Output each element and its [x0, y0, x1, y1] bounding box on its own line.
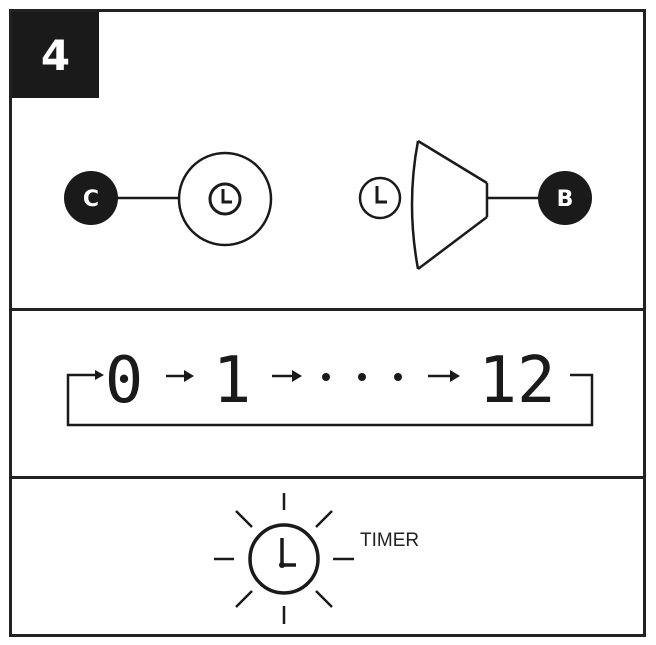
control-c-label: C — [83, 187, 99, 212]
ellipsis-dots-icon — [322, 373, 402, 381]
sequence-group: 0 1 12 — [66, 344, 594, 427]
loop-return-icon — [66, 373, 594, 427]
sequence-value-12: 12 — [478, 344, 555, 418]
arrow-right-icon — [428, 370, 460, 382]
knob-side-view-icon — [410, 139, 489, 270]
timer-label: TIMER — [360, 530, 420, 551]
panel-sequence — [12, 311, 643, 479]
clock-knob-icon — [177, 151, 273, 247]
timer-clock-blinking-icon — [214, 493, 354, 624]
control-c-group: C — [64, 151, 273, 247]
panel-controls — [12, 12, 643, 311]
instruction-frame: 4 — [9, 9, 646, 637]
arrow-right-icon — [272, 370, 302, 382]
control-b-badge — [538, 171, 592, 225]
arrow-right-icon — [166, 370, 194, 382]
control-b-group: B — [358, 139, 592, 270]
sequence-value-1: 1 — [213, 344, 252, 418]
step-number-badge: 4 — [12, 12, 99, 98]
sequence-value-0: 0 — [105, 344, 144, 418]
loop-arrowhead-icon — [95, 370, 104, 380]
clock-icon — [358, 176, 402, 220]
control-c-badge — [64, 171, 118, 225]
control-b-label: B — [557, 187, 574, 212]
